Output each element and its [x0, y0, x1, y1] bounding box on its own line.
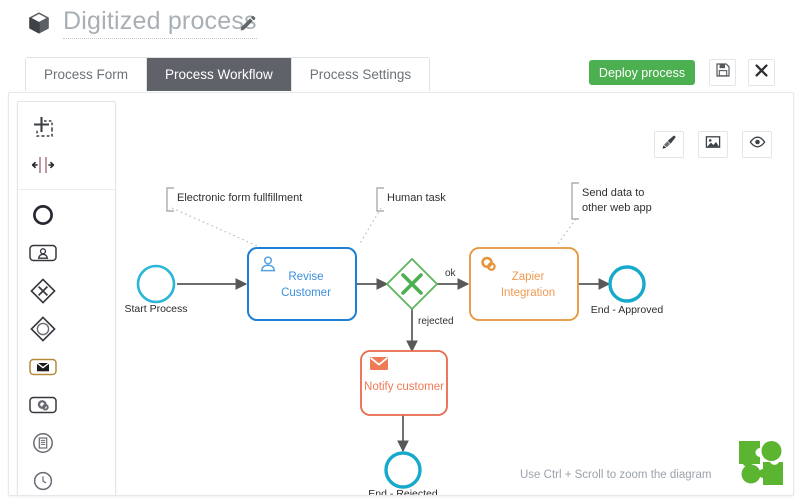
close-button[interactable] [748, 59, 775, 86]
user-icon [259, 254, 277, 272]
x-icon [401, 273, 423, 295]
send-task-shape-icon[interactable] [18, 348, 67, 386]
node-notify-customer[interactable]: Notify customer [360, 350, 448, 416]
zoom-hint-text: Use Ctrl + Scroll to zoom the diagram [520, 469, 712, 481]
node-label-end-rejected: End - Rejected [368, 488, 438, 495]
node-label-start-process: Start Process [124, 303, 187, 315]
event-gateway-shape-icon[interactable] [18, 310, 67, 348]
tab-process-form[interactable]: Process Form [26, 58, 148, 91]
lasso-select-tool-icon[interactable] [18, 108, 67, 146]
annotation-text-3a: Send data to [582, 187, 644, 199]
annotation-text-3b: other web app [582, 202, 652, 214]
tab-bar: Process Form Process Workflow Process Se… [0, 52, 800, 91]
preview-button[interactable] [742, 131, 772, 158]
node-end-rejected[interactable]: End - Rejected [368, 451, 438, 495]
annotation-electronic-form[interactable]: Electronic form fullfillment [166, 187, 302, 212]
tab-process-settings[interactable]: Process Settings [291, 58, 430, 91]
close-x-icon [755, 63, 768, 82]
service-task-shape-icon[interactable] [18, 386, 67, 424]
start-event-shape-icon[interactable] [18, 196, 67, 234]
node-label-revise-1: Revise [288, 271, 323, 283]
annotation-human-task[interactable]: Human task [376, 187, 446, 212]
page-title[interactable]: Digitized process [63, 6, 257, 39]
exclusive-gateway-shape-icon[interactable] [18, 272, 67, 310]
sequence-flow-gateway-to-notify[interactable]: rejected [406, 309, 454, 353]
palette-tool-group [18, 108, 115, 190]
eye-icon [749, 135, 766, 154]
annotation-link-2 [358, 207, 382, 246]
timer-event-shape-icon[interactable] [18, 462, 67, 495]
deploy-process-button[interactable]: Deploy process [589, 60, 695, 85]
sequence-flow-gateway-to-zapier[interactable]: ok [437, 268, 470, 290]
node-end-approved[interactable]: End - Approved [591, 265, 664, 316]
flow-label-ok: ok [445, 268, 457, 279]
brand-logo-icon [738, 440, 784, 486]
node-label-end-approved: End - Approved [591, 304, 664, 316]
bpmn-diagram[interactable]: ok rejected Electronic form fullfillment… [9, 93, 793, 495]
pencil-icon[interactable] [239, 15, 256, 32]
space-tool-icon[interactable] [18, 146, 67, 184]
gears-icon [481, 256, 496, 271]
palette-shape-group [18, 190, 115, 495]
diagram-canvas[interactable]: ok rejected Electronic form fullfillment… [8, 92, 794, 496]
node-start-process[interactable]: Start Process [124, 264, 188, 315]
envelope-icon [370, 357, 388, 370]
annotation-text-2: Human task [387, 192, 446, 204]
annotation-send-data[interactable]: Send data to other web app [571, 182, 652, 220]
tab-strip: Process Form Process Workflow Process Se… [25, 57, 431, 91]
save-button[interactable] [709, 59, 736, 86]
cube-icon [27, 11, 51, 35]
floppy-disk-icon [715, 63, 730, 82]
annotation-text-1: Electronic form fullfillment [177, 192, 302, 204]
flow-label-rejected: rejected [418, 316, 454, 327]
export-image-button[interactable] [698, 131, 728, 158]
node-label-zapier-2: Integration [501, 287, 555, 299]
tab-process-workflow[interactable]: Process Workflow [147, 58, 292, 91]
annotation-link-3 [556, 218, 577, 246]
paint-tool-button[interactable] [654, 131, 684, 158]
image-icon [705, 134, 721, 155]
node-revise-customer[interactable]: Revise Customer [247, 247, 357, 321]
user-task-shape-icon[interactable] [18, 234, 67, 272]
node-label-revise-2: Customer [281, 287, 331, 299]
element-palette [17, 101, 116, 495]
annotation-link-1 [171, 207, 263, 249]
app-header: Digitized process [0, 0, 800, 52]
node-zapier-integration[interactable]: Zapier Integration [469, 247, 579, 321]
node-exclusive-gateway[interactable] [385, 257, 439, 311]
node-label-zapier-1: Zapier [512, 271, 545, 283]
node-label-notify-customer: Notify customer [364, 381, 444, 393]
brush-icon [661, 134, 677, 155]
script-task-shape-icon[interactable] [18, 424, 67, 462]
